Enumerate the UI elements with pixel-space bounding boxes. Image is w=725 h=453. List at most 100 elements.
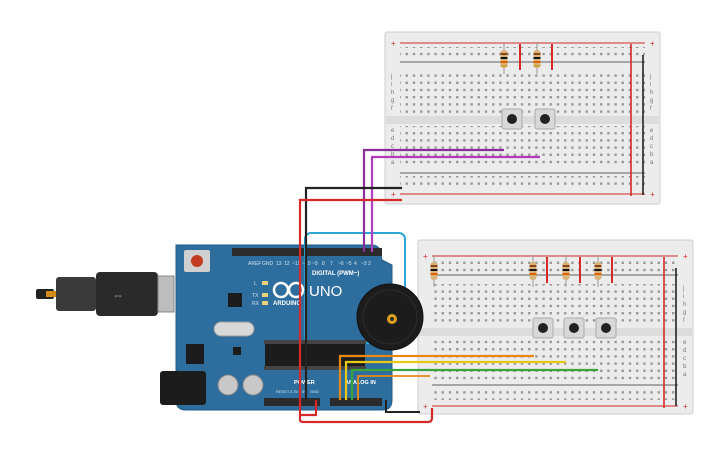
wire-green[interactable] <box>350 368 598 400</box>
wire-red[interactable] <box>298 400 434 424</box>
resistor[interactable] <box>430 255 438 287</box>
arduino-brand-text: ARDUINO <box>273 301 301 307</box>
led-label: TX <box>252 293 259 299</box>
push-button[interactable] <box>532 317 554 339</box>
push-button[interactable] <box>534 108 556 130</box>
row-letter: b <box>650 152 654 158</box>
analog-header[interactable] <box>330 398 382 406</box>
led-label: L <box>254 281 257 287</box>
row-letter: h <box>650 90 653 96</box>
voltage-regulator <box>186 344 204 364</box>
power-pin-label: 3.3V <box>290 389 299 394</box>
usb-icon: ⇔ <box>112 288 124 302</box>
row-letter: e <box>650 128 654 134</box>
pin-label: 8 <box>322 261 325 267</box>
power-pin-label: RESET <box>276 389 290 394</box>
push-button[interactable] <box>563 317 585 339</box>
arduino-uno-board[interactable]: ⇔ AREF GND 13 12 ~11 ~10 ~9 8 7 ~6 ~5 4 … <box>36 232 406 411</box>
pin-label: 2 <box>368 261 371 267</box>
uno-logo-text: UNO <box>309 283 342 300</box>
row-letter: b <box>683 364 687 370</box>
wire-black[interactable] <box>385 400 420 413</box>
push-button[interactable] <box>501 108 523 130</box>
power-jack[interactable] <box>160 371 206 405</box>
rail-plus-sign: + <box>423 252 428 261</box>
resistor[interactable] <box>529 255 537 287</box>
wire-red[interactable] <box>298 198 402 415</box>
row-letter: c <box>683 356 686 362</box>
pin-label: ~9 <box>312 261 318 267</box>
resistor[interactable] <box>562 255 570 287</box>
row-letter: f <box>650 106 652 112</box>
rail-plus-sign: + <box>683 252 688 261</box>
row-letter: a <box>391 160 395 166</box>
gnd-label: GND <box>262 261 274 267</box>
analog-in-label: ANALOG IN <box>345 380 376 386</box>
row-letter: j <box>682 286 684 292</box>
usb-chip <box>228 293 242 307</box>
resistor[interactable] <box>594 255 602 287</box>
smd-component <box>233 347 241 355</box>
resistor[interactable] <box>533 42 541 74</box>
wire-purple[interactable] <box>362 148 504 252</box>
breadboard-top[interactable]: + + + + j i h g f e d c b a j i h g f e … <box>384 31 661 205</box>
power-label: POWER <box>294 380 315 386</box>
led-label: RX <box>252 301 260 307</box>
pin-label: 13 <box>276 261 282 267</box>
row-letter: g <box>650 98 653 104</box>
power-header[interactable] <box>264 398 320 406</box>
arduino-logo-icon <box>272 281 305 299</box>
crystal-oscillator <box>213 321 255 337</box>
wire-magenta[interactable] <box>370 155 540 252</box>
row-letter: c <box>650 144 653 150</box>
pin-label: ~3 <box>361 261 367 267</box>
piezo-buzzer[interactable] <box>356 283 424 351</box>
power-pin-label: GND <box>310 389 319 394</box>
row-letter: h <box>391 90 394 96</box>
row-letter: h <box>683 302 686 308</box>
row-letter: c <box>391 144 394 150</box>
row-letter: e <box>391 128 395 134</box>
row-letter: f <box>683 318 685 324</box>
wire-black[interactable] <box>304 186 402 400</box>
row-letter: d <box>650 136 653 142</box>
rail-plus-sign: + <box>391 190 396 199</box>
row-letter: d <box>391 136 394 142</box>
row-letter: j <box>390 74 392 80</box>
pin-label: ~5 <box>346 261 352 267</box>
rail-plus-sign: + <box>683 402 688 411</box>
row-letter: i <box>650 82 651 88</box>
pin-label: ~11 <box>292 261 300 267</box>
rail-plus-sign: + <box>391 39 396 48</box>
power-pin-label: 5V <box>302 389 307 394</box>
pin-label: 7 <box>330 261 333 267</box>
usb-cable[interactable]: ⇔ <box>36 272 175 316</box>
rail-plus-sign: + <box>650 190 655 199</box>
wire-yellow[interactable] <box>344 360 566 400</box>
capacitor <box>217 374 239 396</box>
digital-pwm-label: DIGITAL (PWM~) <box>312 271 359 277</box>
row-letter: j <box>649 74 651 80</box>
pin-label: 12 <box>284 261 290 267</box>
capacitor <box>242 374 264 396</box>
row-letter: d <box>683 348 686 354</box>
led-rx <box>262 301 268 305</box>
push-button[interactable] <box>595 317 617 339</box>
pin-label: 4 <box>354 261 357 267</box>
wire-orange[interactable] <box>357 375 430 400</box>
row-letter: g <box>391 98 394 104</box>
led-tx <box>262 293 268 297</box>
resistor[interactable] <box>500 42 508 74</box>
row-letter: e <box>683 340 687 346</box>
row-letter: g <box>683 310 686 316</box>
breadboard-bottom[interactable]: + + + + j i h g f e d c b a <box>417 239 694 415</box>
rail-plus-sign: + <box>423 402 428 411</box>
row-letter: f <box>391 106 393 112</box>
pin-label: ~6 <box>338 261 344 267</box>
wire-orange[interactable] <box>338 354 534 400</box>
row-letter: b <box>391 152 395 158</box>
led-l <box>262 281 268 285</box>
row-letter: a <box>650 160 654 166</box>
rail-plus-sign: + <box>650 39 655 48</box>
